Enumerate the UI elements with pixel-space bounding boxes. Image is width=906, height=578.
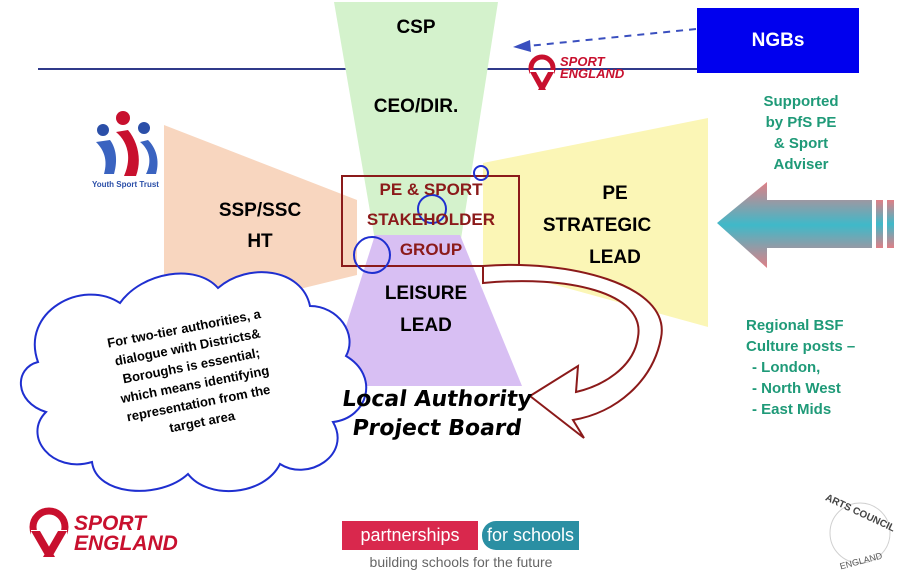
csp-label: CSP — [396, 17, 436, 38]
csp-ceo-shape — [334, 2, 498, 258]
regional-line2: Culture posts – — [746, 338, 856, 355]
ngb-box: NGBs — [697, 8, 859, 73]
leisure-label-line1: LEISURE — [384, 283, 468, 304]
stakeholder-label-line3: GROUP — [399, 240, 463, 259]
pe-label-line1: PE — [602, 183, 628, 204]
pe-label-line3: LEAD — [589, 247, 641, 268]
regional-line1: Regional BSF — [746, 317, 844, 334]
leisure-label-line2: LEAD — [400, 315, 452, 336]
sport-england-logo-top: SPORT ENGLAND — [560, 54, 625, 82]
sport-england-logo-bottom: SPORT ENGLAND — [74, 512, 178, 555]
sport-england-top-line2: ENGLAND — [560, 66, 625, 82]
input-arrow-bar-2 — [887, 200, 894, 248]
ngb-arrowhead — [513, 40, 531, 52]
ssp-label-line2: HT — [247, 231, 273, 252]
pe-label-line2: STRATEGIC — [542, 215, 652, 236]
sport-england-bottom-line2: ENGLAND — [74, 531, 178, 555]
sport-england-bottom-line1: SPORT — [74, 512, 146, 535]
supported-line4: Adviser — [773, 156, 829, 173]
regional-line4: - North West — [752, 380, 841, 397]
stakeholder-label-line2: STAKEHOLDER — [366, 210, 496, 229]
curved-arrow — [482, 263, 663, 439]
supported-line3: & Sport — [773, 135, 829, 152]
link-circle-2 — [417, 194, 447, 224]
sport-england-emblem-bottom — [29, 507, 69, 557]
input-arrow-bar-1 — [876, 200, 883, 248]
link-circle-3 — [353, 236, 391, 274]
supported-line1: Supported — [763, 93, 839, 110]
board-label-line1: Local Authority — [340, 387, 534, 412]
arts-council-ring — [829, 502, 891, 564]
youth-sport-trust-figures — [96, 111, 158, 176]
regional-line3: - London, — [752, 359, 821, 376]
sport-england-emblem-top — [528, 54, 556, 90]
thought-cloud — [20, 271, 368, 493]
link-circle-1 — [473, 165, 489, 181]
ceo-label: CEO/DIR. — [373, 96, 459, 117]
input-arrow — [717, 182, 872, 268]
board-label-line2: Project Board — [350, 416, 524, 441]
regional-line5: - East Mids — [752, 401, 832, 418]
supported-line2: by PfS PE — [765, 114, 837, 131]
pfs-logo-for-schools: for schools — [482, 521, 579, 550]
ssp-shape — [164, 125, 357, 322]
stakeholder-label-line1: PE & SPORT — [379, 180, 483, 199]
stakeholder-box — [341, 175, 520, 267]
ssp-label-line1: SSP/SSC — [218, 200, 302, 221]
pfs-logo-partnerships: partnerships — [342, 521, 478, 550]
youth-sport-trust-logo: Youth Sport Trust — [92, 180, 159, 189]
sport-england-top-line1: SPORT — [560, 54, 605, 69]
ngb-dashed-connector — [527, 28, 697, 47]
pfs-tagline: building schools for the future — [369, 554, 553, 570]
